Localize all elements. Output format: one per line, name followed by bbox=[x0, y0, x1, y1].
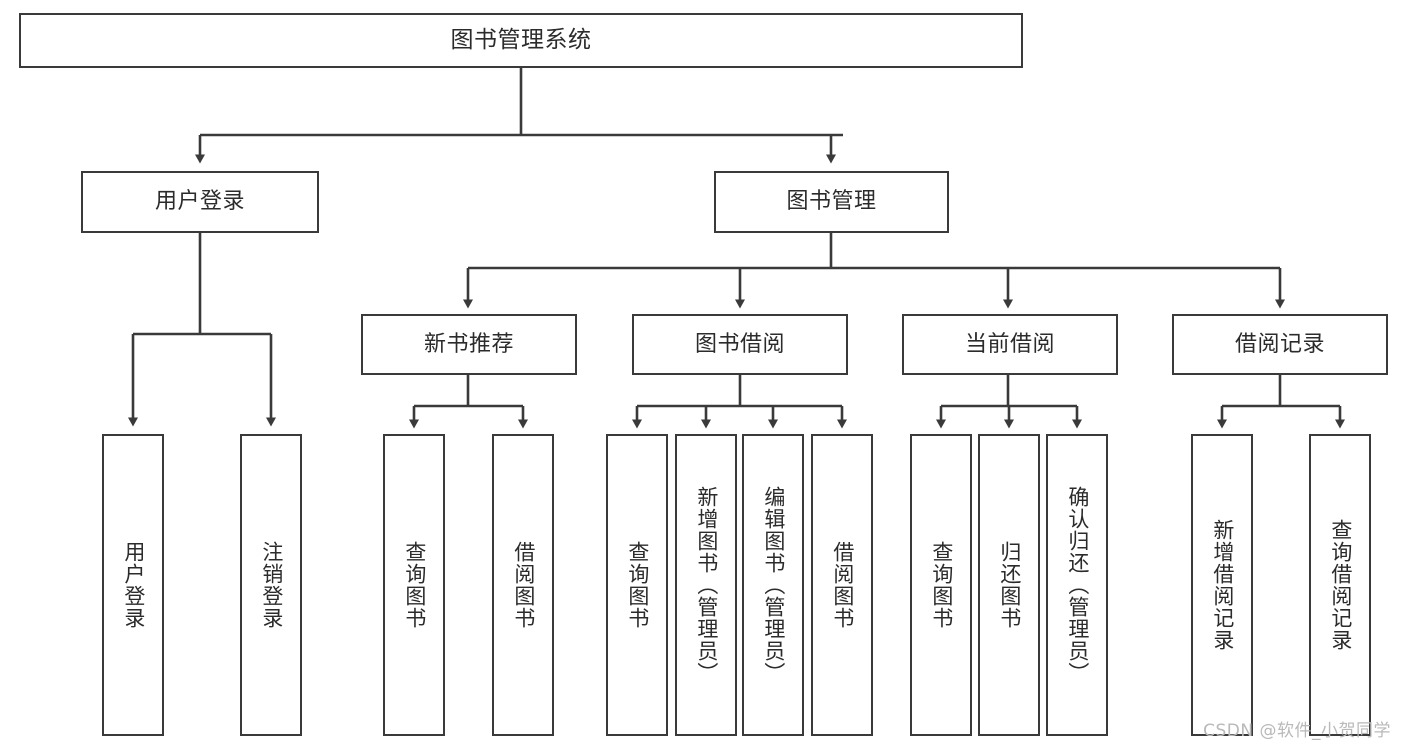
leaf-user-login[interactable]: 用户登录 bbox=[102, 434, 164, 736]
node-label: 借阅图书 bbox=[511, 541, 536, 629]
node-label: 图书管理 bbox=[786, 189, 877, 215]
leaf-query-borrow-record[interactable]: 查询借阅记录 bbox=[1309, 434, 1371, 736]
node-label: 当前借阅 bbox=[964, 331, 1055, 357]
leaf-borrow-book[interactable]: 借阅图书 bbox=[811, 434, 873, 736]
node-book-management[interactable]: 图书管理 bbox=[714, 171, 949, 233]
node-label: 新增图书（管理员） bbox=[694, 486, 719, 684]
leaf-add-borrow-record[interactable]: 新增借阅记录 bbox=[1191, 434, 1253, 736]
node-label: 图书管理系统 bbox=[450, 27, 592, 54]
leaf-confirm-return-admin[interactable]: 确认归还（管理员） bbox=[1046, 434, 1108, 736]
leaf-borrow-book-recommend[interactable]: 借阅图书 bbox=[492, 434, 554, 736]
node-label: 注销登录 bbox=[259, 541, 284, 629]
leaf-edit-book-admin[interactable]: 编辑图书（管理员） bbox=[742, 434, 804, 736]
node-label: 图书借阅 bbox=[694, 331, 785, 357]
node-label: 新书推荐 bbox=[423, 331, 514, 357]
node-label: 借阅图书 bbox=[830, 541, 855, 629]
node-book-borrow[interactable]: 图书借阅 bbox=[632, 314, 848, 375]
node-label: 查询图书 bbox=[929, 541, 954, 629]
node-label: 确认归还（管理员） bbox=[1065, 486, 1090, 684]
node-label: 新增借阅记录 bbox=[1210, 519, 1235, 651]
node-label: 用户登录 bbox=[154, 189, 245, 215]
leaf-logout-login[interactable]: 注销登录 bbox=[240, 434, 302, 736]
node-borrow-record[interactable]: 借阅记录 bbox=[1172, 314, 1388, 375]
leaf-return-book[interactable]: 归还图书 bbox=[978, 434, 1040, 736]
leaf-query-book-borrow[interactable]: 查询图书 bbox=[606, 434, 668, 736]
node-current-borrow[interactable]: 当前借阅 bbox=[902, 314, 1118, 375]
node-label: 查询借阅记录 bbox=[1328, 519, 1353, 651]
node-label: 归还图书 bbox=[997, 541, 1022, 629]
leaf-add-book-admin[interactable]: 新增图书（管理员） bbox=[675, 434, 737, 736]
leaf-query-book-current[interactable]: 查询图书 bbox=[910, 434, 972, 736]
node-root-book-management-system[interactable]: 图书管理系统 bbox=[19, 13, 1023, 68]
watermark-text: CSDN @软件_小贺同学 bbox=[1203, 721, 1391, 741]
node-label: 用户登录 bbox=[121, 541, 146, 629]
leaf-query-book-recommend[interactable]: 查询图书 bbox=[383, 434, 445, 736]
node-label: 借阅记录 bbox=[1234, 331, 1325, 357]
node-new-book-recommend[interactable]: 新书推荐 bbox=[361, 314, 577, 375]
node-label: 查询图书 bbox=[402, 541, 427, 629]
node-label: 编辑图书（管理员） bbox=[761, 486, 786, 684]
node-user-login[interactable]: 用户登录 bbox=[81, 171, 319, 233]
node-label: 查询图书 bbox=[625, 541, 650, 629]
